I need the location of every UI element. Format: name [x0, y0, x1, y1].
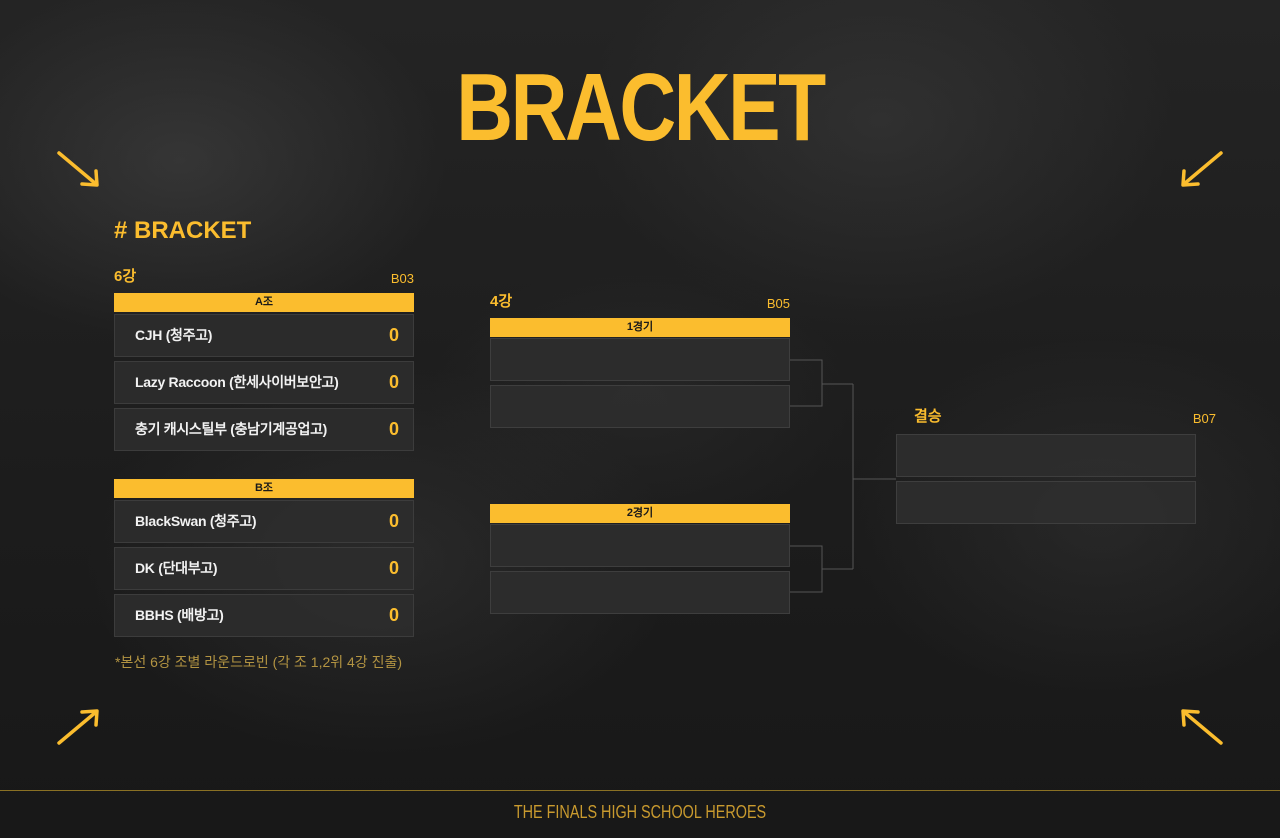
team-name: Lazy Raccoon (한세사이버보안고): [135, 374, 339, 390]
group-header-a: A조: [114, 293, 414, 312]
footer-divider: [0, 790, 1280, 791]
team-row[interactable]: CJH (청주고) 0: [114, 314, 414, 357]
team-row[interactable]: BlackSwan (청주고) 0: [114, 500, 414, 543]
match-header-2: 2경기: [490, 504, 790, 523]
team-score: 0: [388, 419, 399, 439]
round-label-final: 결승: [914, 408, 942, 425]
arrow-down-left-icon: [1178, 150, 1224, 190]
match-header-1: 1경기: [490, 318, 790, 337]
footer-text: THE FINALS HIGH SCHOOL HEROES: [513, 802, 767, 822]
group-header-b: B조: [114, 479, 414, 498]
match-slot[interactable]: [490, 524, 790, 567]
section-title: # BRACKET: [114, 217, 252, 244]
team-name: BBHS (배방고): [135, 607, 224, 623]
arrow-down-right-icon: [56, 150, 102, 190]
connector-match-2: [790, 545, 823, 593]
round6-note: *본선 6강 조별 라운드로빈 (각 조 1,2위 4강 진출): [115, 654, 403, 670]
team-name: BlackSwan (청주고): [135, 513, 257, 529]
team-name: CJH (청주고): [135, 327, 213, 343]
team-score: 0: [388, 372, 399, 392]
team-row[interactable]: Lazy Raccoon (한세사이버보안고) 0: [114, 361, 414, 404]
round-label-6: 6강: [114, 268, 137, 285]
arrow-up-left-icon: [1178, 706, 1224, 746]
match-slot[interactable]: [490, 385, 790, 428]
team-score: 0: [388, 558, 399, 578]
round-label-4: 4강: [490, 293, 513, 310]
team-score: 0: [388, 605, 399, 625]
team-name: DK (단대부고): [135, 560, 218, 576]
page-title: BRACKET: [456, 54, 826, 161]
team-name: 충기 캐시스틸부 (충남기계공업고): [135, 421, 328, 437]
team-score: 0: [388, 511, 399, 531]
team-row[interactable]: DK (단대부고) 0: [114, 547, 414, 590]
team-row[interactable]: BBHS (배방고) 0: [114, 594, 414, 637]
arrow-up-right-icon: [56, 706, 102, 746]
match-slot[interactable]: [490, 571, 790, 614]
team-row[interactable]: 충기 캐시스틸부 (충남기계공업고) 0: [114, 408, 414, 451]
match-slot[interactable]: [490, 338, 790, 381]
team-score: 0: [388, 325, 399, 345]
round-code-b05: B05: [766, 296, 790, 311]
round-code-b03: B03: [390, 271, 414, 286]
final-slot[interactable]: [896, 481, 1196, 524]
final-slot[interactable]: [896, 434, 1196, 477]
round-code-b07: B07: [1192, 411, 1216, 426]
connector-match-1: [790, 359, 823, 407]
